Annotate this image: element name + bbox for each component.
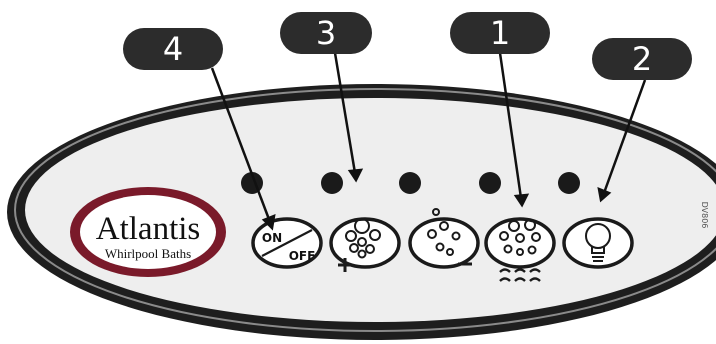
arrowhead-2 <box>597 187 612 203</box>
arrowhead-1 <box>513 193 530 208</box>
bubbles-icon <box>345 218 381 259</box>
callout-badge-2: 2 <box>592 38 692 80</box>
panel-rim-highlight <box>14 88 716 332</box>
air-increase-button[interactable] <box>329 217 401 272</box>
side-code: DV806 <box>700 202 709 229</box>
leader-1 <box>498 52 523 199</box>
bubbles-icon <box>427 208 461 256</box>
wave-icon <box>499 268 541 282</box>
logo-tagline: Whirlpool Baths <box>105 246 191 261</box>
indicator-light-2 <box>321 172 343 194</box>
air-decrease-button[interactable] <box>408 208 480 269</box>
leader-4 <box>210 67 272 223</box>
arrowhead-4 <box>261 214 276 231</box>
callout-badge-1: 1 <box>450 12 550 54</box>
plus-icon <box>338 258 352 272</box>
jets-button[interactable] <box>484 217 556 282</box>
on-label: ON <box>262 231 282 245</box>
indicator-light-3 <box>399 172 421 194</box>
indicator-light-5 <box>558 172 580 194</box>
arrowhead-3 <box>347 168 364 183</box>
light-bulb-icon <box>585 223 611 262</box>
logo-inner <box>80 195 216 269</box>
off-label: OFF <box>289 249 316 263</box>
on-off-button[interactable]: ON OFF <box>251 217 323 269</box>
leader-3 <box>333 52 357 174</box>
logo-brand: Atlantis <box>96 211 201 247</box>
light-button[interactable] <box>562 217 634 269</box>
callout-badge-4: 4 <box>123 28 223 70</box>
callout-leaders <box>210 52 647 231</box>
callout-badge-3: 3 <box>280 12 372 54</box>
leader-2 <box>602 79 647 194</box>
indicator-light-4 <box>479 172 501 194</box>
jets-bubbles-icon <box>499 219 541 256</box>
